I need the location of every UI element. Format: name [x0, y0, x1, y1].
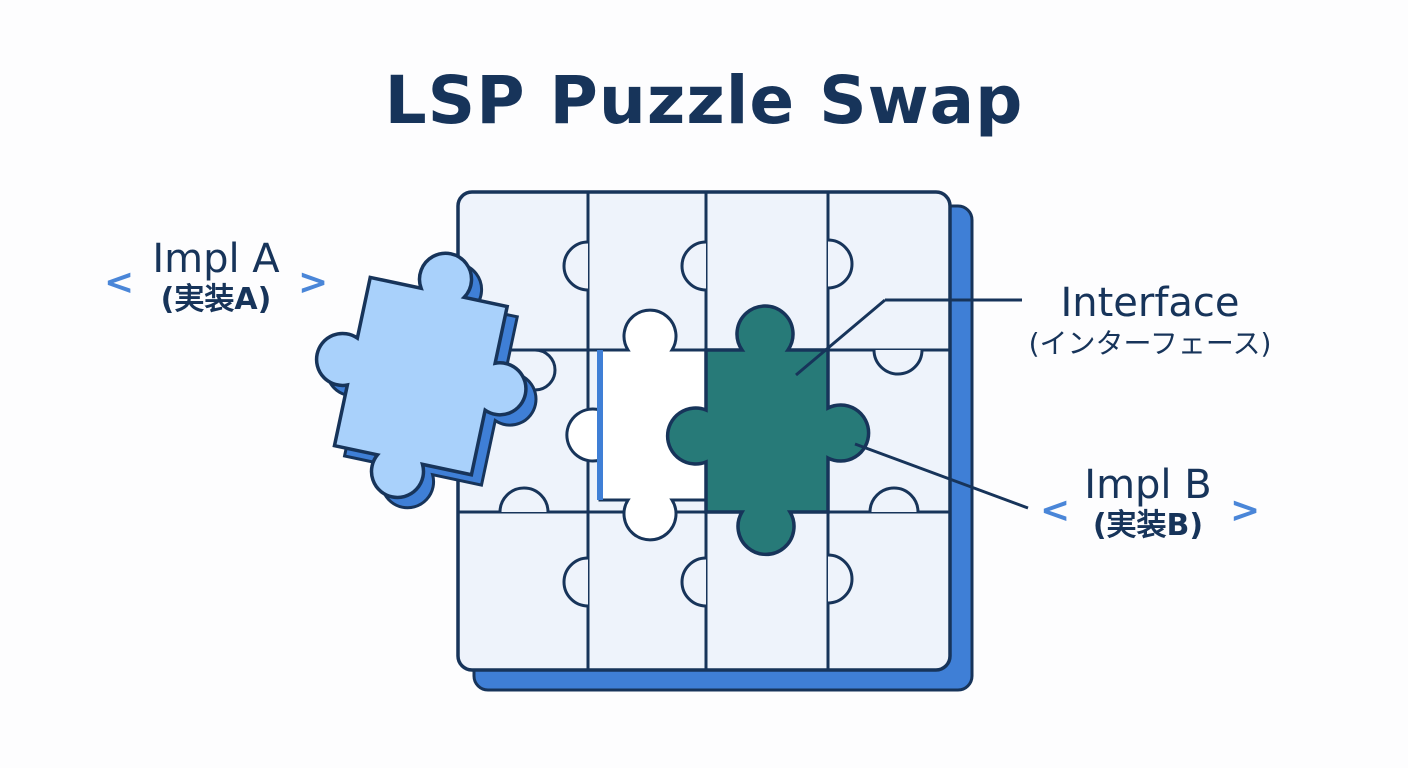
impl-b-piece — [665, 304, 871, 557]
tab-r3-1 — [498, 486, 550, 513]
impl-a-label-sub: (実装A) — [160, 282, 272, 317]
impl-a-piece-group — [314, 251, 538, 510]
interface-leader-line — [795, 298, 886, 377]
tab-r2-1 — [534, 348, 557, 392]
impl-a-label-main: Impl A — [152, 236, 280, 282]
impl-a-label: Impl A (実装A) — [136, 236, 296, 318]
tab-r2-4 — [872, 349, 924, 376]
impl-b-label-sub: (実装B) — [1092, 508, 1204, 543]
tab-r4-2 — [680, 556, 707, 608]
chevron-right-icon: > — [298, 262, 329, 303]
page-title: LSP Puzzle Swap — [384, 62, 1024, 139]
board-tabs — [498, 238, 924, 608]
interface-label-sub: (インターフェース) — [1028, 327, 1272, 360]
interface-label: Interface (インターフェース) — [1000, 280, 1300, 362]
tab-r4-3 — [827, 553, 854, 605]
chevron-left-icon-b: < — [1040, 490, 1071, 531]
tab-r4-1 — [562, 556, 589, 608]
tab-r3-4 — [868, 486, 920, 513]
impl-b-label: Impl B (実装B) — [1068, 462, 1228, 544]
chevron-right-icon-b: > — [1230, 490, 1261, 531]
chevron-left-icon: < — [104, 262, 135, 303]
tab-r1-3 — [827, 238, 854, 290]
impl-b-label-main: Impl B — [1084, 462, 1212, 508]
impl-a-piece — [314, 251, 528, 500]
tab-r1-1 — [562, 240, 589, 292]
interface-label-main: Interface — [1060, 280, 1240, 326]
tab-r1-2 — [680, 240, 707, 292]
impl-b-leader-line — [854, 442, 1029, 510]
